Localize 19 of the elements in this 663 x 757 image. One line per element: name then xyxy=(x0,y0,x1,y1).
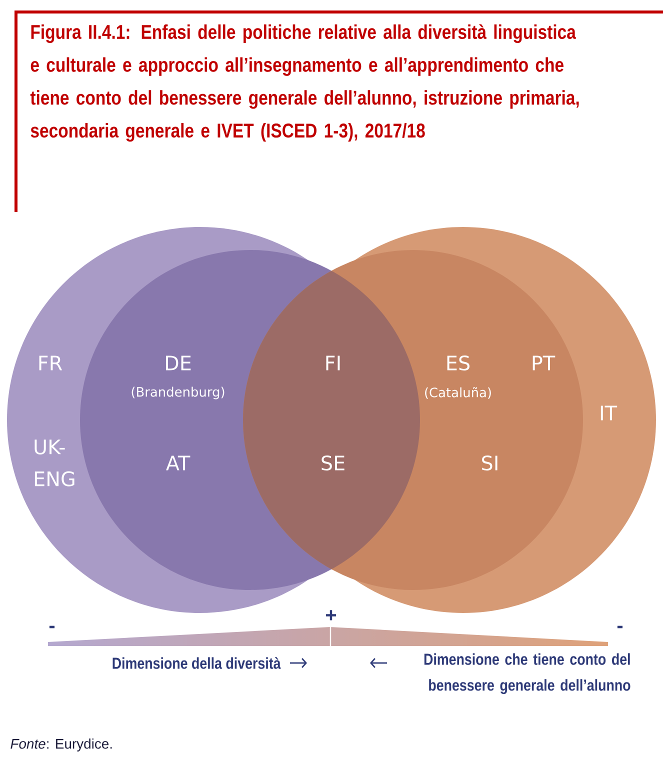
country-code: PT xyxy=(532,356,556,370)
region-name: (Brandenburg) xyxy=(132,386,224,400)
country-code: IT xyxy=(600,406,618,420)
axis-label: Dimensione della diversità xyxy=(112,657,281,669)
country-code: SI xyxy=(482,455,498,471)
country-code: FI xyxy=(326,356,340,370)
country-code: ES xyxy=(447,355,470,371)
country-code: UK-ENG xyxy=(34,440,74,486)
scale-sign: + xyxy=(326,610,336,620)
region-name: (Cataluña) xyxy=(425,387,491,399)
figure-title: Figura II.4.1: Enfasi delle politiche relative alla diversità linguistica e culturale e approccio all’insegnamento e all’apprendimento che tiene conto del benessere generale dell’alunno, istruzione primaria, secondaria generale e IVET (ISCED 1-3), 2017/18 xyxy=(30,24,579,142)
source-note: Fonte: Eurydice. xyxy=(10,738,112,752)
country-code: FR xyxy=(39,356,62,370)
axis-label: Dimensione che tiene conto del benessere generale dell’alunno xyxy=(424,653,630,694)
scale-sign: - xyxy=(617,626,623,628)
scale-sign: - xyxy=(49,626,55,628)
country-code: AT xyxy=(166,456,190,470)
country-code: DE xyxy=(166,356,191,370)
country-code: SE xyxy=(322,455,344,471)
